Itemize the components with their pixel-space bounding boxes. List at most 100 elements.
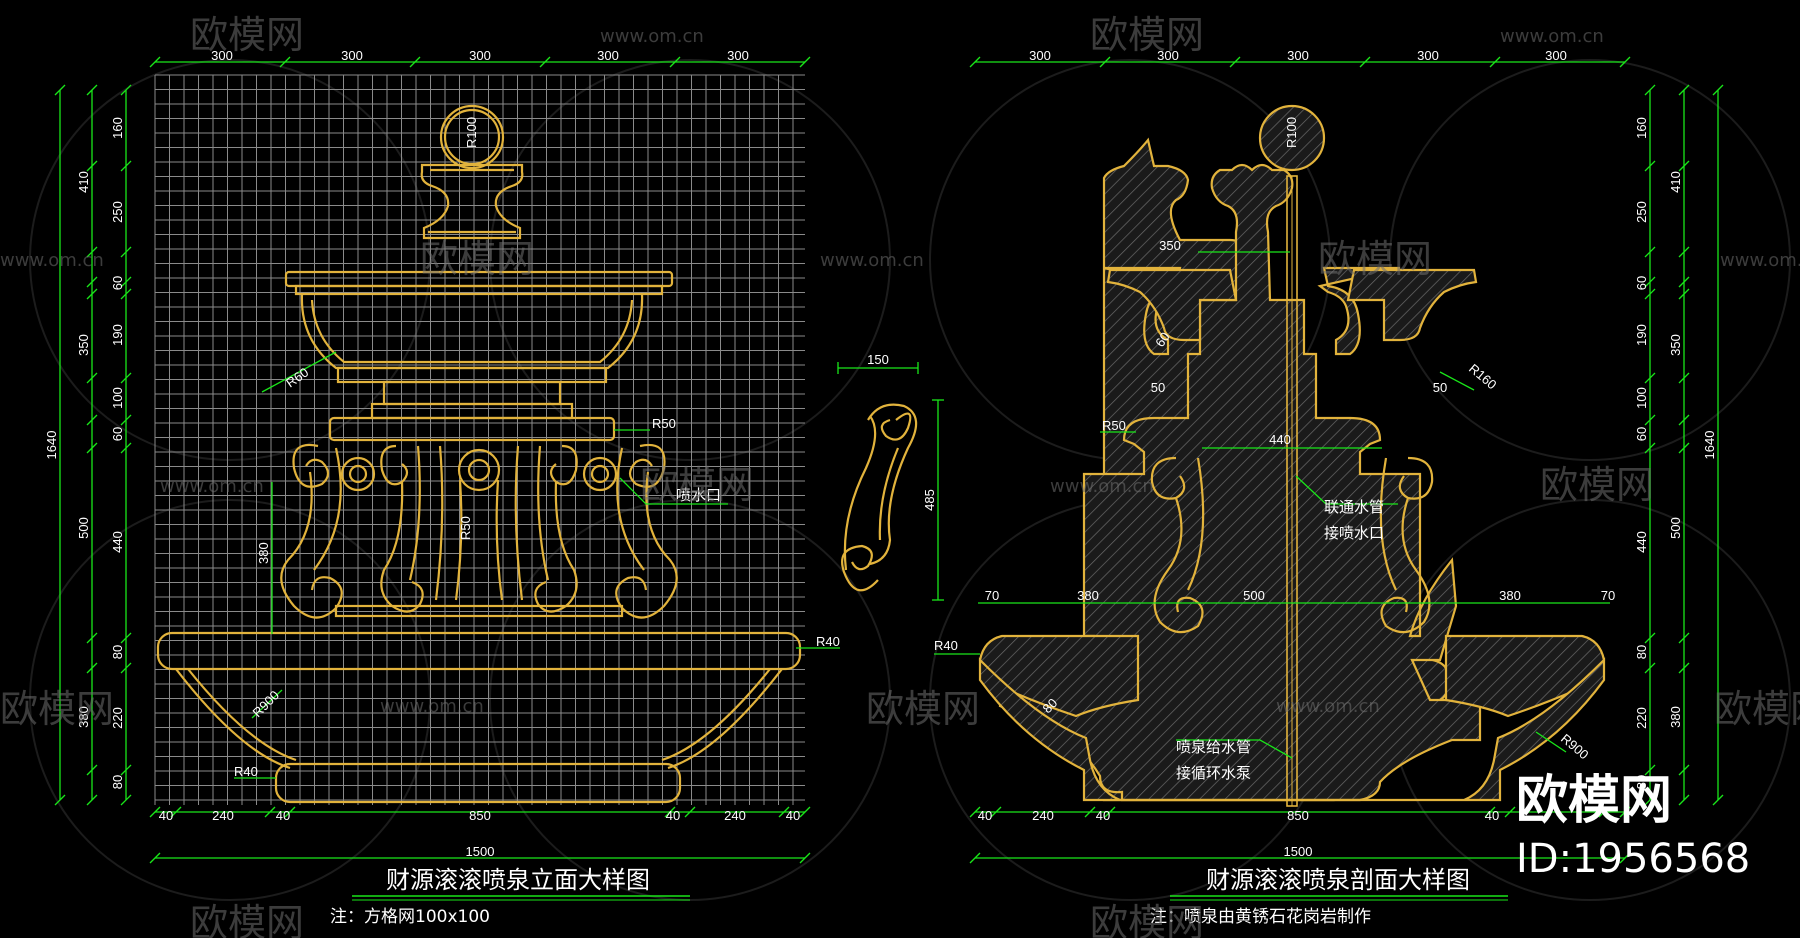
- dim-label: 250: [110, 201, 125, 223]
- dim-tick: [1678, 632, 1690, 644]
- dim-label: 220: [1634, 707, 1649, 729]
- dim-tick: [120, 276, 132, 288]
- dim-tick: [1644, 662, 1656, 674]
- watermark-brand: 欧模网: [190, 13, 304, 57]
- dim-label: 240: [212, 808, 234, 823]
- dim-tick: [264, 806, 276, 818]
- dim-tick: [1644, 288, 1656, 300]
- dim-tick: [1644, 372, 1656, 384]
- label-500: 500: [1243, 588, 1265, 603]
- dim-tick: [1678, 442, 1690, 454]
- dim-label: 80: [1634, 645, 1649, 659]
- label-r40-left: R40: [234, 764, 258, 779]
- label-440: 440: [1269, 432, 1291, 447]
- left-note: 注：方格网100x100: [330, 907, 490, 927]
- dim-label: 40: [159, 808, 173, 823]
- dim-tick: [1644, 442, 1656, 454]
- watermark-brand: 欧模网: [1540, 463, 1654, 507]
- label-60: 60: [1152, 329, 1173, 349]
- dim-tick: [1678, 288, 1690, 300]
- left-top-dim-labels: 300 300 300 300 300: [211, 48, 749, 63]
- scroll-detail: 150 485: [837, 352, 944, 601]
- dim-tick: [1619, 56, 1631, 68]
- elevation-fountain: [156, 104, 802, 804]
- dim-tick: [990, 806, 1002, 818]
- dim-tick: [86, 372, 98, 384]
- dim-label: 190: [1634, 324, 1649, 346]
- dim-tick: [86, 442, 98, 454]
- dim-label: 500: [1668, 517, 1683, 539]
- dim-tick: [170, 806, 182, 818]
- label-pipe-supply-2: 接循环水泵: [1176, 764, 1251, 782]
- dim-tick: [669, 56, 681, 68]
- left-dimension-ticks: [54, 56, 811, 864]
- dim-tick: [120, 372, 132, 384]
- dim-tick: [86, 276, 98, 288]
- dim-label: 80: [110, 775, 125, 789]
- watermark-site: www.om.cn: [1720, 250, 1800, 271]
- left-dimensions: [59, 61, 805, 859]
- watermark-site: www.om.cn: [1276, 696, 1380, 717]
- label-r900: R900: [250, 688, 283, 721]
- watermark-site: www.om.cn: [1500, 26, 1604, 47]
- dim-tick: [1712, 84, 1724, 96]
- dim-label: 80: [110, 645, 125, 659]
- label-350: 350: [1159, 238, 1181, 253]
- dim-tick: [969, 852, 981, 864]
- dim-label: 60: [1634, 276, 1649, 290]
- dim-tick: [1644, 632, 1656, 644]
- dim-label: 40: [1096, 808, 1110, 823]
- dim-label: 240: [1032, 808, 1054, 823]
- dim-tick: [539, 56, 551, 68]
- dim-label: 350: [1668, 334, 1683, 356]
- right-dimensions: [975, 61, 1719, 859]
- dim-tick: [799, 56, 811, 68]
- dim-tick: [1084, 806, 1096, 818]
- dim-tick: [1678, 662, 1690, 674]
- dim-tick: [86, 662, 98, 674]
- dim-tick: [1678, 414, 1690, 426]
- dim-label: 440: [1634, 531, 1649, 553]
- dim-tick: [54, 84, 66, 96]
- total-width-label: 1500: [466, 844, 495, 859]
- dim-tick: [86, 84, 98, 96]
- dim-label: 300: [1417, 48, 1439, 63]
- dim-tick: [120, 632, 132, 644]
- dim-label: 40: [666, 808, 680, 823]
- total-width-label: 1500: [1284, 844, 1313, 859]
- watermark-brand: 欧模网: [1318, 237, 1432, 281]
- dim-tick: [120, 414, 132, 426]
- dim-tick: [1644, 84, 1656, 96]
- right-dimension-ticks: [969, 56, 1724, 864]
- dim-label: 60: [110, 276, 125, 290]
- dim-tick: [86, 794, 98, 806]
- dim-label: 300: [1157, 48, 1179, 63]
- label-380-left: 380: [1077, 588, 1099, 603]
- watermark-brand: 欧模网: [190, 901, 304, 938]
- watermark-site: www.om.cn: [160, 476, 264, 497]
- dim-tick: [86, 246, 98, 258]
- total-height-label: 1640: [44, 431, 59, 460]
- right-vertical-dim-labels: 160 250 60 190 100 60 440 80 220 80 410 …: [1634, 117, 1717, 789]
- dim-label: 80: [1634, 775, 1649, 789]
- dim-label: 300: [341, 48, 363, 63]
- dim-tick: [120, 794, 132, 806]
- dim-label: 350: [76, 334, 91, 356]
- watermark-brand: 欧模网: [1714, 687, 1800, 731]
- dim-tick: [86, 414, 98, 426]
- watermark-brand: 欧模网: [1090, 13, 1204, 57]
- right-bottom-dim-labels: 40 240 40 850 40 1500: [978, 808, 1499, 859]
- dim-label: 300: [211, 48, 233, 63]
- dim-label: 500: [76, 517, 91, 539]
- right-title: 财源滚滚喷泉剖面大样图: [1206, 866, 1470, 894]
- label-r50-top: R50: [652, 416, 676, 431]
- label-380: 380: [256, 542, 271, 564]
- dim-label: 440: [110, 531, 125, 553]
- dim-tick: [54, 794, 66, 806]
- dim-label: 300: [1545, 48, 1567, 63]
- dim-tick: [1678, 764, 1690, 776]
- dim-label: 850: [1287, 808, 1309, 823]
- dim-label: 40: [786, 808, 800, 823]
- dim-tick: [1712, 794, 1724, 806]
